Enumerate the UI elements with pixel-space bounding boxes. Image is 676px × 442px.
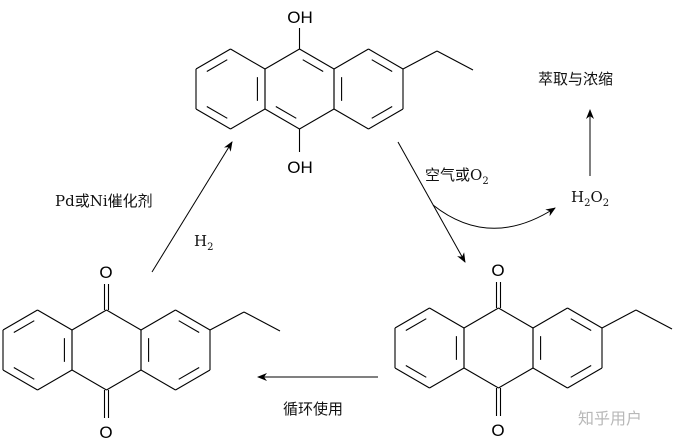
atom-label-o-right-top: O [491, 261, 505, 280]
ring-bond [37, 369, 73, 391]
ring-bond [71, 369, 107, 391]
h2-subscript: 2 [207, 242, 214, 253]
catalyst-label: Pd或Ni催化剂 [55, 192, 153, 210]
atom-label-o-left-top: O [99, 263, 113, 282]
h2o2-label: H2O2 [571, 188, 609, 209]
double-bond-line [206, 59, 228, 73]
ring-bond [368, 48, 404, 70]
ring-bond [368, 108, 404, 130]
ring-bond [2, 309, 38, 331]
double-bond-line [371, 105, 393, 119]
ring-bond [299, 108, 335, 130]
ring-bond [567, 367, 603, 389]
recycle-label: 循环使用 [283, 400, 344, 418]
double-bond-line [570, 318, 592, 332]
ring-bond [299, 48, 335, 70]
double-bond-line [275, 105, 297, 119]
atom-label-o-left-bottom: O [99, 423, 113, 442]
double-bond-line [570, 364, 592, 378]
double-bond-line [206, 105, 228, 119]
ring-bond [195, 48, 231, 70]
ethyl-bond [209, 311, 245, 331]
ethyl-bond [601, 309, 637, 329]
double-bond-line [302, 59, 324, 73]
atom-label-oh-top: OH [287, 8, 313, 27]
ring-bond [230, 48, 266, 70]
double-bond-line [178, 366, 200, 380]
oxidation-arrow [397, 141, 466, 263]
watermark: 知乎用户 [578, 409, 643, 428]
ring-bond [140, 369, 176, 391]
ring-bond [264, 48, 300, 70]
ring-bond [333, 108, 369, 130]
ring-bond [394, 367, 430, 389]
oxidant-label: 空气或O2 [425, 164, 489, 187]
ring-bond [498, 307, 534, 329]
double-bond-line [371, 59, 393, 73]
ring-bond [175, 369, 211, 391]
ring-bond [106, 309, 142, 331]
h2-symbol: H [194, 232, 208, 250]
h2o2-release-arrow [432, 204, 556, 229]
ring-bond [463, 307, 499, 329]
ring-bond [567, 307, 603, 329]
h2o2-sub1: 2 [584, 198, 591, 209]
oxidant-subscript: 2 [482, 176, 489, 187]
h2-label: H2 [194, 232, 213, 253]
molecule-anthrahydroquinone [195, 28, 474, 152]
hydrogenation-arrow [151, 141, 233, 273]
ring-bond [37, 309, 73, 331]
h2o2-sub2: 2 [602, 198, 610, 209]
ring-bond [230, 108, 266, 130]
ring-bond [106, 369, 142, 391]
double-bond-line [13, 320, 35, 334]
atom-label-o-right-bottom: O [491, 421, 505, 440]
ring-bond [2, 369, 38, 391]
ring-bond [498, 367, 534, 389]
h2o2-h: H [571, 188, 585, 206]
ring-bond [429, 307, 465, 329]
ring-bond [429, 367, 465, 389]
h2o2-o: O [590, 188, 603, 206]
extraction-label: 萃取与浓缩 [538, 70, 614, 88]
ring-bond [195, 108, 231, 130]
ring-bond [140, 309, 176, 331]
molecule-anthraquinone-left [2, 284, 281, 418]
ethyl-bond [436, 50, 474, 71]
ring-bond [71, 309, 107, 331]
atom-label-oh-bottom: OH [287, 158, 313, 177]
ethyl-bond [635, 309, 673, 330]
ring-bond [175, 309, 211, 331]
ethyl-bond [243, 311, 281, 332]
ring-bond [394, 307, 430, 329]
double-bond-line [405, 364, 427, 378]
double-bond-line [178, 320, 200, 334]
ring-bond [532, 367, 568, 389]
molecule-anthraquinone-right [394, 282, 673, 416]
double-bond-line [13, 366, 35, 380]
double-bond-line [405, 318, 427, 332]
ring-bond [532, 307, 568, 329]
ring-bond [463, 367, 499, 389]
oxidant-text: 空气或O [425, 166, 483, 184]
ring-bond [333, 48, 369, 70]
ring-bond [264, 108, 300, 130]
ethyl-bond [402, 50, 438, 70]
